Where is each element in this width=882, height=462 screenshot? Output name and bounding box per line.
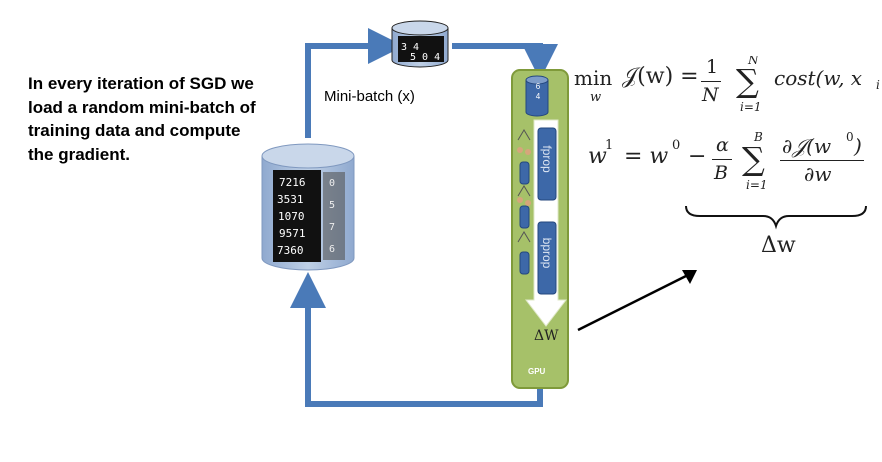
svg-text:5 0 4: 5 0 4 [410,52,440,63]
update-sum-symbol: ∑ [742,140,765,178]
svg-text:7216: 7216 [279,176,306,189]
cost-frac-num: 1 [706,56,719,78]
svg-text:3531: 3531 [277,193,304,206]
flow-arrows [290,28,558,407]
update-minus: − [688,144,707,169]
gpu-label: GPU [528,367,546,376]
update-sum-top: B [754,130,763,144]
minibatch-cylinder: 3 4 5 0 4 [391,20,449,68]
cost-rhs-sub: i [876,78,880,92]
update-lhs: w [588,144,607,169]
gpu-delta-w: ΔW [534,328,559,344]
update-eq: = w [624,144,669,169]
minibatch-label: Mini-batch (x) [324,88,415,105]
update-frac-den: B [714,162,728,184]
svg-text:1070: 1070 [278,210,305,223]
underbrace [685,205,867,230]
svg-text:7360: 7360 [277,244,304,257]
gpu-box [511,69,569,389]
update-w0-sup: 0 [672,138,681,153]
min-op: min [574,66,613,90]
svg-text:9571: 9571 [279,227,306,240]
fprop-label: fprop [540,145,554,173]
svg-text:0: 0 [329,178,335,189]
arrow-gpu-to-db [290,272,543,407]
delta-w-label: Δw [761,233,796,258]
cost-sum-bot: i=1 [740,100,762,114]
cost-rhs: cost(w, x [774,66,863,90]
update-lhs-sup: 1 [605,138,614,153]
svg-text:7: 7 [329,222,335,233]
gpu-batch-size: 6 4 [535,82,541,101]
bprop-block [537,221,557,295]
update-grad-num: ∂𝒥(w [782,134,832,158]
caption-text: In every iteration of SGD we load a rand… [28,74,256,164]
arrow-db-to-minibatch [305,28,404,138]
update-equation: w 1 = w 0 − α B B ∑ i=1 ∂𝒥(w 0 ) ∂w [588,124,878,200]
cost-equation: min w 𝒥(w) = 1 N N ∑ i=1 cost(w, x i [574,56,882,120]
fprop-block [537,127,557,201]
delta-arrow [577,270,697,332]
digit-images [273,170,321,262]
cost-lhs: 𝒥(w) = [622,64,699,89]
cost-sum-top: N [748,56,759,67]
update-sum-bot: i=1 [746,178,768,192]
svg-text:5: 5 [329,200,335,211]
svg-text:3 4: 3 4 [401,42,419,53]
svg-text:6: 6 [329,244,335,255]
arrow-minibatch-to-gpu [452,43,558,80]
layer-icons [519,161,530,275]
dataset-cylinder: 7216 3531 1070 9571 7360 0 5 7 6 [261,143,355,271]
cost-frac-den: N [702,84,719,106]
bprop-label: bprop [540,237,554,269]
update-grad-num-sup: 0 [846,130,854,144]
min-sub: w [590,90,602,105]
update-grad-den: ∂w [804,162,832,186]
update-frac-num: α [716,134,729,156]
update-grad-num-close: ) [854,134,862,158]
cost-sum-symbol: ∑ [736,62,759,100]
